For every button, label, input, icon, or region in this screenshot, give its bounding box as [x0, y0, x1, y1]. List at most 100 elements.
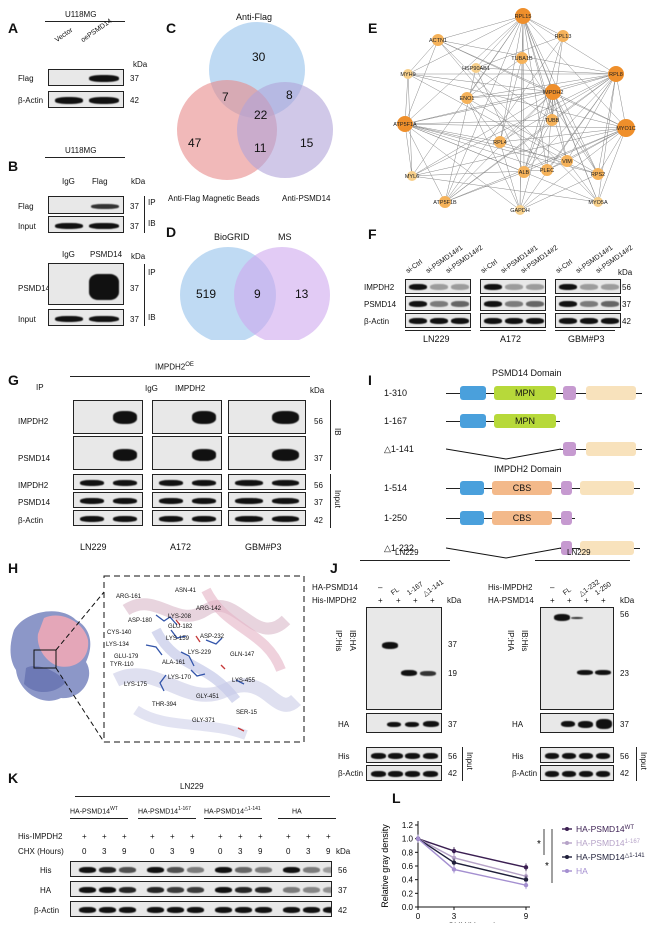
network-node-tuba1b [516, 52, 528, 64]
network-node-hsp90ab1 [471, 63, 481, 73]
panel-j-label: J [330, 560, 338, 576]
legend-marker [565, 869, 569, 873]
panel-g-blot-ib-psmd14 [73, 436, 143, 470]
panel-b-blot-flag [48, 196, 124, 214]
panel-j-right-input: Input [639, 752, 648, 770]
panel-g-kda-37: 37 [314, 454, 323, 463]
panel-j-right-kda-23: 23 [620, 669, 629, 678]
panel-f-blot [555, 313, 621, 328]
panel-f-blot [480, 296, 546, 311]
x-axis-label: CHX(Hours) [447, 921, 496, 923]
panel-a-blot-actin [48, 91, 124, 108]
venn-c-label-beads: Anti-Flag Magnetic Beads [168, 194, 260, 203]
panel-b-lane-igg2: IgG [62, 250, 75, 259]
panel-j-left-sign1: + [396, 596, 401, 605]
domain-block-pink [561, 481, 572, 495]
panel-k-plus-sign: + [150, 832, 155, 841]
panel-b-blot-input2 [48, 309, 124, 326]
y-tick-label: 1.0 [402, 835, 414, 844]
panel-k-time-label: 9 [122, 847, 127, 856]
panel-f-row-actin: β-Actin [364, 317, 390, 326]
legend-label: HA-PSMD14△1-141 [576, 852, 645, 862]
residue-label: CYS-140 [107, 630, 132, 636]
panel-k-plus-sign: + [190, 832, 195, 841]
domain-row-label: 1-514 [384, 483, 408, 493]
y-tick-label: 0.0 [402, 903, 414, 912]
panel-k-time-label: 0 [218, 847, 223, 856]
panel-f-kda-56: 56 [622, 283, 631, 292]
panel-g-row-in-impdh2: IMPDH2 [18, 481, 49, 490]
panel-k-time-label: 9 [190, 847, 195, 856]
venn-c-label-psmd14: Anti-PSMD14 [282, 194, 331, 203]
panel-f-lane-label: si-Ctrl [554, 258, 574, 275]
panel-k-blot-row [70, 901, 332, 917]
legend-marker [565, 827, 569, 831]
panel-g-kda-42: 42 [314, 516, 323, 525]
venn-c-count-all: 22 [254, 108, 268, 122]
panel-g-cell-a172: A172 [170, 542, 192, 552]
deletion-line [446, 547, 562, 559]
venn-d-count-left: 519 [196, 287, 217, 301]
network-node-label: HSP90AB1 [462, 66, 490, 72]
network-node-label: ATP5F1B [433, 200, 457, 206]
panel-j-left-kda-19: 19 [448, 669, 457, 678]
network-node-rpl8 [608, 66, 624, 82]
panel-k-plus-sign: + [170, 832, 175, 841]
panel-b-label: B [8, 158, 19, 174]
residue-label: ALA-161 [162, 660, 186, 666]
panel-k-time-label: 3 [170, 847, 175, 856]
network-node-impdh2 [545, 84, 561, 100]
venn-three-set [177, 22, 333, 180]
domain-row-label: △1-141 [384, 444, 414, 454]
panel-g-blot-input [73, 510, 143, 526]
panel-g-row-in-psmd14: PSMD14 [18, 498, 51, 507]
significance-star: * [545, 861, 549, 872]
panel-f-cell-ln229: LN229 [423, 334, 450, 344]
panel-f-label: F [368, 226, 377, 242]
venn-d-count-both: 9 [254, 287, 261, 301]
residue-label: LYS-175 [124, 682, 147, 688]
panel-j-right-ib: IB:His [520, 630, 529, 652]
panel-j-right-actin-blot [540, 765, 614, 781]
panel-k-plus-sign: + [238, 832, 243, 841]
panel-k-label: K [8, 770, 19, 786]
network-node-label: PLEC [540, 168, 554, 174]
panel-b-ib: IB [148, 219, 156, 228]
panel-f-blot [405, 296, 471, 311]
network-node-label: MYO1C [616, 126, 636, 132]
panel-j-left-row-actin: β-Actin [338, 769, 364, 778]
panel-g-kda-37b: 37 [314, 498, 323, 507]
panel-g-header: IMPDH2OE [155, 362, 194, 372]
panel-b-row-psmd14: PSMD14 [18, 284, 51, 293]
panel-j-left-sign2: + [413, 596, 418, 605]
y-tick-label: 0.4 [402, 876, 414, 885]
residue-label: GLY-371 [192, 718, 216, 724]
panel-j-left-input: Input [465, 752, 474, 770]
panel-g-blot-ib-impdh2 [152, 400, 222, 434]
panel-b-row-input2: Input [18, 315, 36, 324]
panel-j-right-sign2: + [584, 596, 589, 605]
panel-f-kda-42: 42 [622, 317, 631, 326]
panel-d-label: D [166, 224, 177, 240]
domain-block-green: MPN [494, 414, 556, 428]
panel-a-lane-vector: Vector [53, 26, 75, 44]
panel-j-left-kda-37b: 37 [448, 720, 457, 729]
panel-g-blot-input [73, 474, 143, 490]
panel-f-kda: kDa [618, 268, 633, 277]
domain-block-cream [580, 481, 634, 495]
panel-f-kda-37: 37 [622, 300, 631, 309]
network-node-myo5a [593, 197, 603, 207]
residue-label: LYS-208 [168, 614, 191, 620]
panel-k-kda-42: 42 [338, 906, 347, 915]
panel-j-right-kda-42: 42 [620, 769, 629, 778]
panel-i-psmd14-title: PSMD14 Domain [492, 368, 562, 378]
panel-b-kda-bottom: kDa [131, 252, 146, 261]
panel-b-cell-line: U118MG [65, 146, 97, 155]
panel-j-left-his-blot [366, 747, 442, 763]
domain-row-label: △1-232 [384, 543, 414, 553]
panel-j-left-row1: HA-PSMD14 [312, 583, 358, 592]
residue-label: ARG-142 [196, 606, 222, 612]
residue-label: LYS-159 [166, 636, 189, 642]
domain-block-cream [586, 442, 636, 456]
panel-j-left-ib: IB:HA [348, 630, 357, 651]
